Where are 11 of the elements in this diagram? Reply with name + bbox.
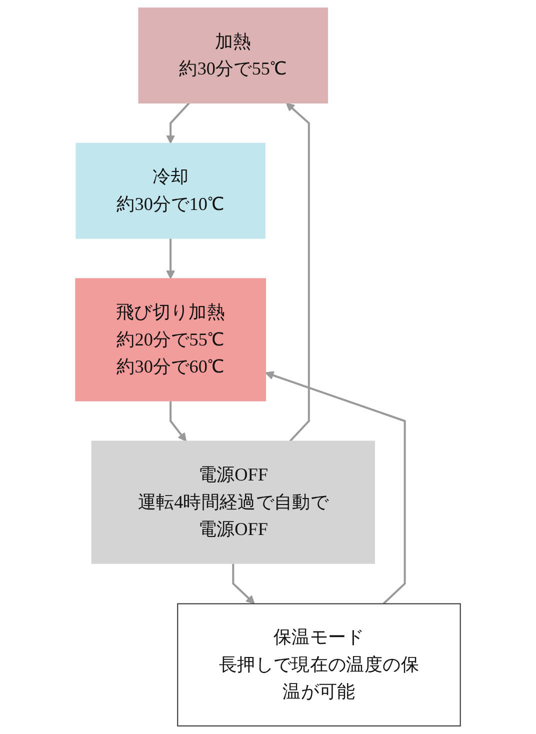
node-box: 飛び切り加熱 約20分で55℃ 約30分で60℃: [75, 278, 266, 402]
node-box: 電源OFF 運転4時間経過で自動で電源OFF: [91, 440, 376, 564]
node-box: 加熱 約30分で55℃: [138, 8, 328, 104]
node-box: 冷却 約30分で10℃: [76, 142, 266, 239]
arrow: [232, 563, 255, 604]
node-box: 保温モード 長押しで現在の温度の保温が可能: [177, 603, 461, 726]
arrow: [265, 371, 406, 604]
arrow: [170, 400, 187, 442]
arrow: [166, 238, 176, 280]
arrow: [166, 102, 190, 144]
arrow: [286, 102, 310, 442]
